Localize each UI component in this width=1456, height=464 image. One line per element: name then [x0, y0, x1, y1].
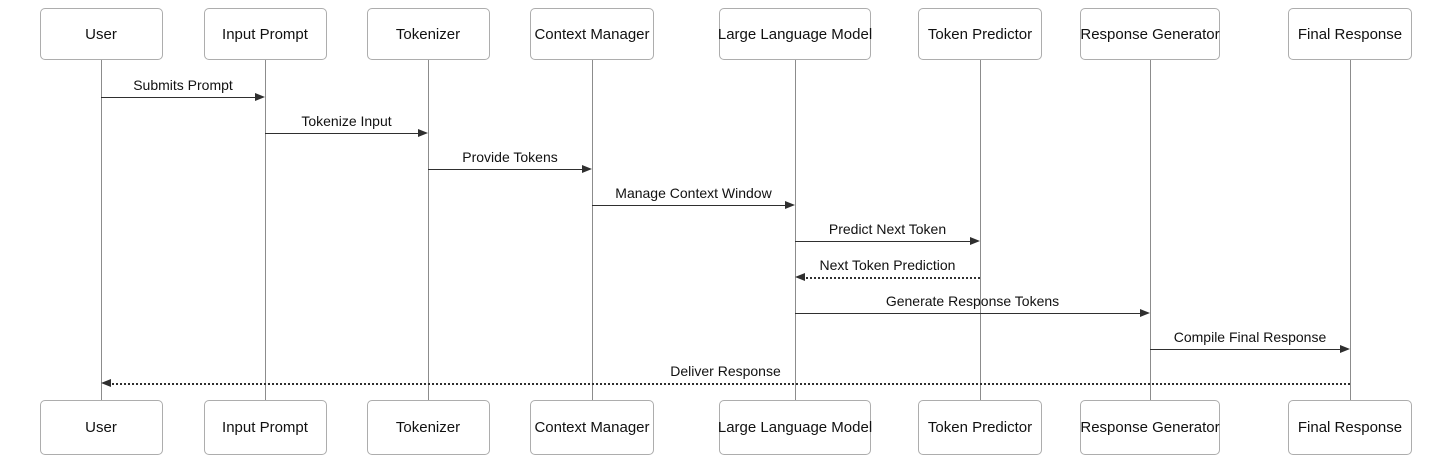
- lifeline-final-response: [1350, 60, 1351, 400]
- actor-label-response-generator-top: Response Generator: [1080, 25, 1220, 43]
- message-label-submits-prompt: Submits Prompt: [133, 77, 233, 93]
- actor-box-user-bottom: User: [39, 400, 163, 455]
- message-line-deliver-response: [109, 383, 1350, 385]
- arrowhead-icon-submits-prompt: [255, 93, 265, 101]
- actor-label-final-response-bottom: Final Response: [1297, 419, 1403, 436]
- arrowhead-icon-generate-response-tokens: [1140, 309, 1150, 317]
- actor-label-context-manager-bottom: Context Manager: [534, 419, 650, 436]
- message-label-next-token-prediction: Next Token Prediction: [819, 257, 956, 273]
- actor-label-tokenizer-bottom: Tokenizer: [395, 419, 461, 436]
- actor-label-input-prompt-bottom: Input Prompt: [222, 419, 308, 436]
- arrowhead-icon-tokenize-input: [418, 129, 428, 137]
- actor-label-large-language-model-top: Large Language Model: [717, 25, 873, 43]
- message-line-generate-response-tokens: [795, 313, 1142, 314]
- actor-box-user-top: User: [39, 8, 163, 60]
- actor-label-tokenizer-top: Tokenizer: [395, 25, 461, 43]
- actor-label-input-prompt-top: Input Prompt: [222, 25, 308, 43]
- actor-box-context-manager-bottom: Context Manager: [530, 400, 654, 455]
- message-line-predict-next-token: [795, 241, 972, 242]
- message-label-compile-final-response: Compile Final Response: [1173, 329, 1327, 345]
- message-label-manage-context-window: Manage Context Window: [615, 185, 772, 201]
- lifeline-context-manager: [592, 60, 593, 400]
- message-label-tokenize-input: Tokenize Input: [301, 113, 392, 129]
- arrowhead-icon-compile-final-response: [1340, 345, 1350, 353]
- actor-label-context-manager-top: Context Manager: [534, 25, 650, 43]
- message-line-submits-prompt: [101, 97, 257, 98]
- lifeline-response-generator: [1150, 60, 1151, 400]
- actor-box-tokenizer-top: Tokenizer: [366, 8, 490, 60]
- actor-box-response-generator-bottom: Response Generator: [1080, 400, 1220, 455]
- message-line-provide-tokens: [428, 169, 584, 170]
- message-label-predict-next-token: Predict Next Token: [828, 221, 947, 237]
- arrowhead-icon-deliver-response: [101, 379, 111, 387]
- message-line-manage-context-window: [592, 205, 787, 206]
- lifeline-user: [101, 60, 102, 400]
- message-line-compile-final-response: [1150, 349, 1342, 350]
- message-line-next-token-prediction: [803, 277, 980, 279]
- actor-label-user-top: User: [85, 25, 117, 43]
- actor-box-large-language-model-bottom: Large Language Model: [717, 400, 873, 455]
- actor-label-token-predictor-bottom: Token Predictor: [927, 419, 1033, 436]
- actor-box-tokenizer-bottom: Tokenizer: [366, 400, 490, 455]
- actor-box-final-response-bottom: Final Response: [1288, 400, 1412, 455]
- actor-box-response-generator-top: Response Generator: [1080, 8, 1220, 60]
- actor-label-token-predictor-top: Token Predictor: [927, 25, 1033, 43]
- lifeline-input-prompt: [265, 60, 266, 400]
- actor-box-large-language-model-top: Large Language Model: [717, 8, 873, 60]
- message-label-provide-tokens: Provide Tokens: [462, 149, 558, 165]
- actor-box-token-predictor-bottom: Token Predictor: [918, 400, 1042, 455]
- arrowhead-icon-predict-next-token: [970, 237, 980, 245]
- actor-label-response-generator-bottom: Response Generator: [1080, 419, 1220, 436]
- actor-box-input-prompt-top: Input Prompt: [203, 8, 327, 60]
- lifeline-large-language-model: [795, 60, 796, 400]
- actor-label-large-language-model-bottom: Large Language Model: [717, 419, 873, 436]
- actor-box-input-prompt-bottom: Input Prompt: [203, 400, 327, 455]
- arrowhead-icon-provide-tokens: [582, 165, 592, 173]
- message-line-tokenize-input: [265, 133, 420, 134]
- message-label-deliver-response: Deliver Response: [670, 363, 781, 379]
- message-label-generate-response-tokens: Generate Response Tokens: [885, 293, 1060, 309]
- actor-box-final-response-top: Final Response: [1288, 8, 1412, 60]
- lifeline-tokenizer: [428, 60, 429, 400]
- actor-box-token-predictor-top: Token Predictor: [918, 8, 1042, 60]
- actor-label-user-bottom: User: [85, 419, 117, 436]
- actor-label-final-response-top: Final Response: [1297, 25, 1403, 43]
- arrowhead-icon-manage-context-window: [785, 201, 795, 209]
- actor-box-context-manager-top: Context Manager: [530, 8, 654, 60]
- lifeline-token-predictor: [980, 60, 981, 400]
- arrowhead-icon-next-token-prediction: [795, 273, 805, 281]
